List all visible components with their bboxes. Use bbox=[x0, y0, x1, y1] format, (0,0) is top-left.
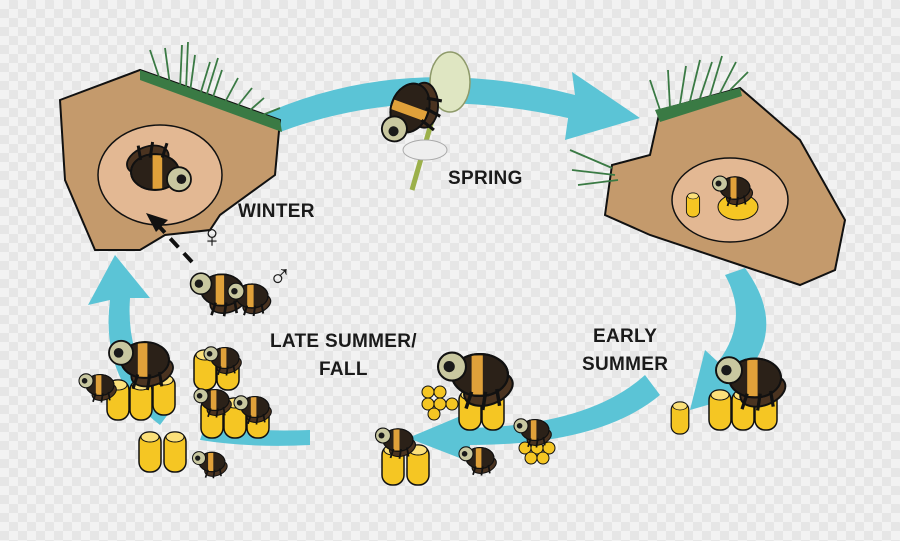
early-summer-pot bbox=[670, 401, 690, 435]
label-winter: WINTER bbox=[238, 201, 315, 222]
arrow-late-summer-to-winter bbox=[88, 255, 175, 425]
nest-grass-blades bbox=[569, 55, 749, 186]
winter-grass bbox=[140, 70, 282, 132]
label-late-summer-fall: LATE SUMMER/ FALL bbox=[270, 331, 417, 380]
mature-colony bbox=[78, 339, 275, 481]
nest-grass bbox=[655, 88, 742, 122]
early-summer-colony bbox=[670, 355, 792, 435]
arrow-winter-to-spring bbox=[255, 72, 640, 140]
arrow-early-summer-to-late-summer bbox=[408, 375, 660, 462]
worker-bee-2 bbox=[458, 445, 500, 478]
dashed-arrow-head bbox=[146, 213, 168, 232]
flower-head bbox=[429, 51, 471, 113]
male-symbol: ♂ bbox=[268, 258, 293, 294]
honey-pot bbox=[685, 192, 701, 218]
nest-burrow bbox=[569, 55, 847, 287]
flower-petals bbox=[402, 139, 448, 161]
label-early-summer: EARLY SUMMER bbox=[582, 326, 669, 375]
female-symbol: ♀ bbox=[200, 218, 225, 254]
label-spring: SPRING bbox=[448, 168, 523, 189]
arrow-spring-to-early-summer bbox=[690, 268, 767, 410]
mature-worker-5 bbox=[191, 450, 231, 481]
winter-burrow bbox=[58, 41, 282, 251]
winter-grass-blades bbox=[149, 41, 281, 117]
spring-scene bbox=[376, 51, 471, 191]
dashed-arrow-to-winter bbox=[153, 220, 194, 264]
mating-pair bbox=[146, 213, 275, 320]
